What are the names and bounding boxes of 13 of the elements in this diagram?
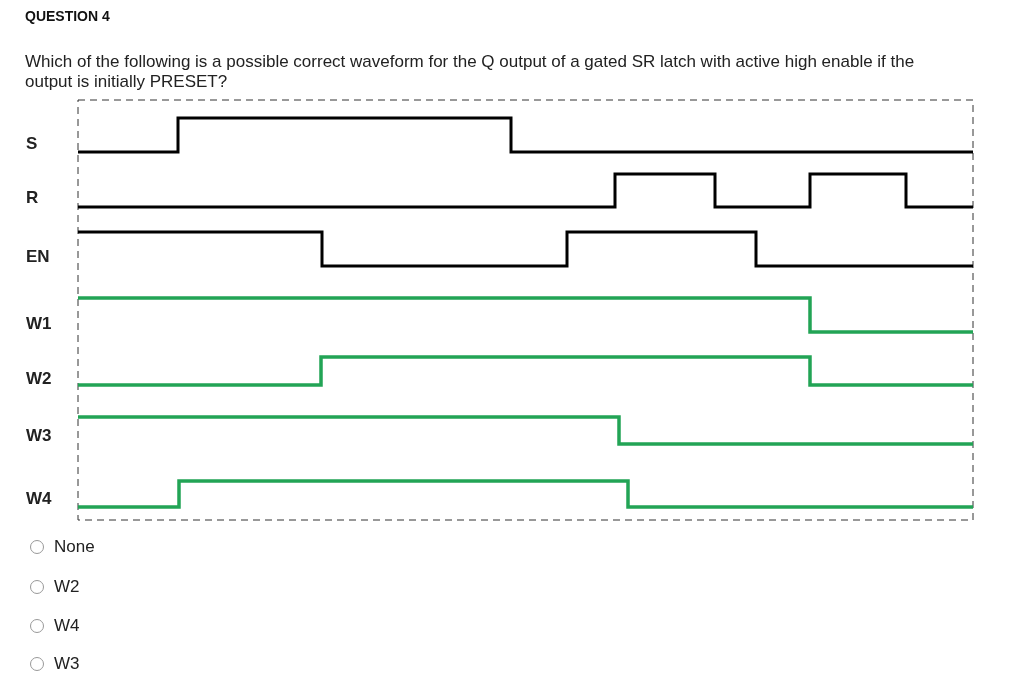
option-label: W3: [54, 654, 80, 674]
question-text: Which of the following is a possible correct waveform for the Q output of a gated SR latch with active high enable if the output is initially PRESET?: [25, 52, 916, 92]
option-label: W2: [54, 577, 80, 597]
signal-label: W2: [26, 369, 53, 389]
signal-label: W3: [26, 426, 53, 446]
signal-label: R: [26, 188, 40, 208]
signal-label: W4: [26, 489, 53, 509]
signal-label: W1: [26, 314, 53, 334]
signal-label: EN: [26, 247, 51, 267]
question-heading: QUESTION 4: [25, 8, 110, 24]
option-label: W4: [54, 616, 80, 636]
signal-label: S: [26, 134, 39, 154]
option-label: None: [54, 537, 95, 557]
